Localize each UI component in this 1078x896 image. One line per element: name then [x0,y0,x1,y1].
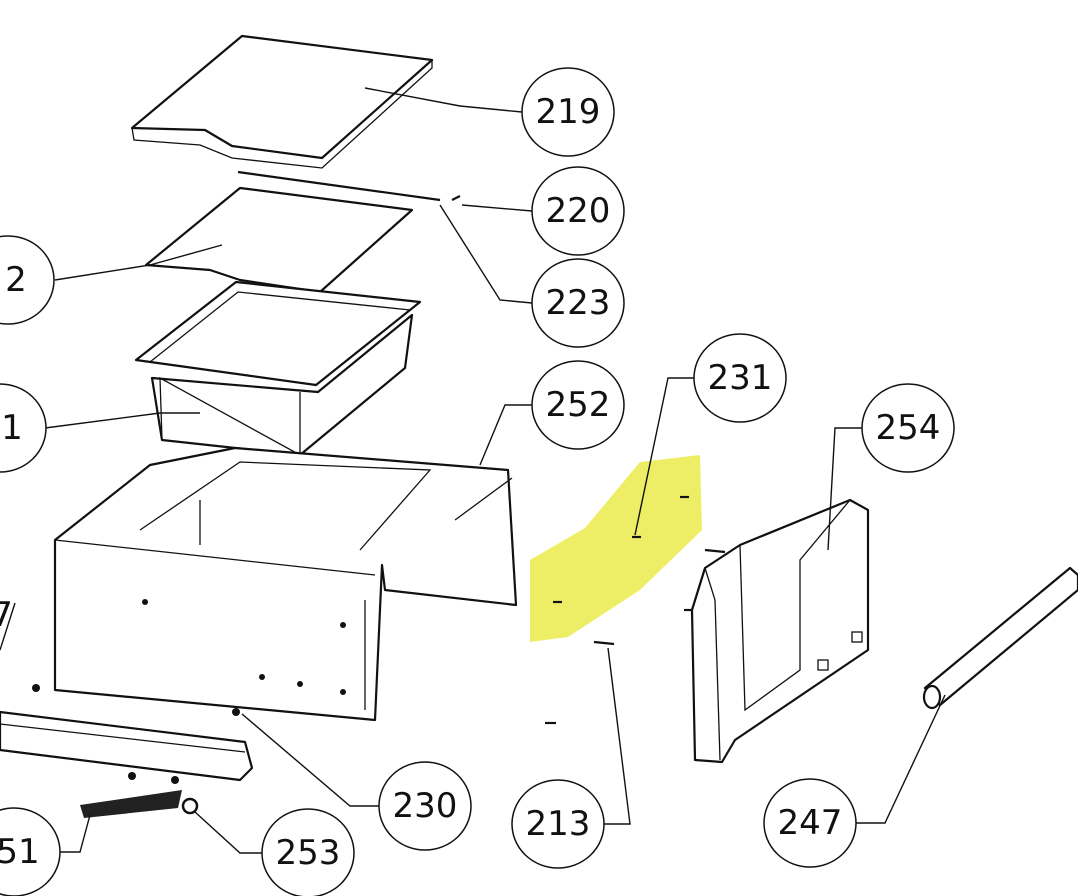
svg-text:253: 253 [276,833,341,873]
svg-text:230: 230 [393,786,458,826]
callout-213: 213 [511,779,605,869]
callout-231: 231 [693,333,787,423]
callout-221: 1 [0,383,47,473]
svg-text:213: 213 [526,804,591,844]
callout-222: 2 [0,235,55,325]
svg-text:7: 7 [0,595,13,635]
callout-251: 51 [0,807,61,896]
callout-7: 7 [0,595,13,635]
svg-text:1: 1 [1,408,23,448]
callout-247: 247 [763,778,857,868]
callout-252: 252 [531,360,625,450]
svg-text:2: 2 [5,260,27,300]
callout-220: 220 [531,166,625,256]
highlight-region [530,455,702,642]
part-219-lid [130,34,434,169]
part-222-tray-cover [144,186,414,294]
svg-text:51: 51 [0,832,40,872]
svg-text:254: 254 [876,408,941,448]
svg-text:252: 252 [546,385,611,425]
part-front-rail [0,710,254,782]
part-254-side-panel [690,498,870,764]
part-screws [545,495,726,725]
svg-text:219: 219 [536,92,601,132]
callout-254: 254 [861,383,955,473]
callout-253: 253 [261,808,355,896]
part-221-tub [134,280,422,457]
leader-lines [0,87,946,854]
callout-219: 219 [521,67,615,157]
part-251-badge [80,772,199,818]
part-252-frame [32,446,518,722]
svg-text:223: 223 [546,283,611,323]
callout-223: 223 [531,258,625,348]
svg-text:247: 247 [778,803,843,843]
svg-text:231: 231 [708,358,773,398]
part-223-rod [237,170,461,202]
callout-230: 230 [378,761,472,851]
part-247-bar [922,566,1078,710]
svg-text:220: 220 [546,191,611,231]
